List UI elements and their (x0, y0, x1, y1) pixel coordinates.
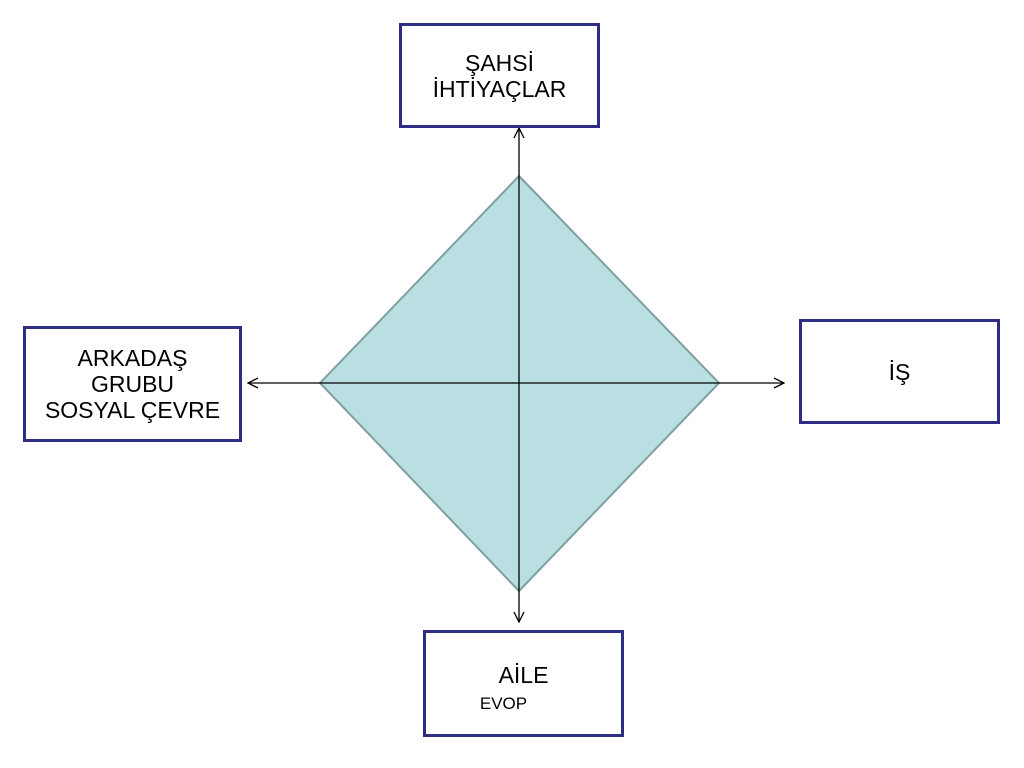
node-arkadas-grubu: ARKADAŞ GRUBU SOSYAL ÇEVRE (23, 326, 242, 442)
node-label-line: ARKADAŞ (77, 345, 188, 371)
node-label-line: AİLE (498, 661, 549, 688)
node-label-line: GRUBU (90, 371, 175, 397)
node-label-line: İHTİYAÇLAR (432, 75, 567, 102)
node-label-line: İŞ (888, 358, 911, 385)
node-sahsi-ihtiyaclar: ŞAHSİ İHTİYAÇLAR (399, 23, 600, 128)
node-sub-label: EVOP (479, 693, 528, 713)
node-aile: AİLE EVOP (423, 630, 624, 737)
node-label-line: SOSYAL ÇEVRE (44, 397, 221, 423)
node-is: İŞ (799, 319, 1000, 424)
node-label-line: ŞAHSİ (464, 49, 535, 76)
